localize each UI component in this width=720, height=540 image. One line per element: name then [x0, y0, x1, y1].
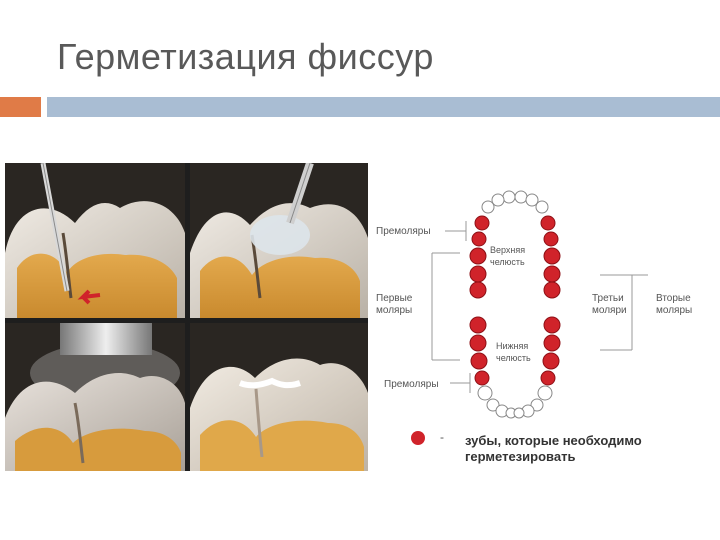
tooth-sealed-fissure-image — [190, 323, 368, 471]
accent-bar-orange — [0, 97, 41, 117]
fissure-sealing-photos — [5, 163, 368, 471]
sealed-tooth — [469, 265, 487, 283]
sealed-tooth — [469, 316, 487, 334]
tooth-light-curing-image — [5, 323, 185, 471]
sealed-tooth — [543, 265, 561, 283]
label-premolars-bottom: Премоляры — [384, 379, 439, 390]
tooth — [537, 385, 553, 401]
legend-text: зубы, которые необходимо герметезировать — [465, 433, 642, 464]
label-upper-jaw: Верхняя челюсть — [490, 245, 526, 267]
tooth — [477, 385, 493, 401]
sealed-tooth — [469, 281, 487, 299]
sealed-tooth — [543, 231, 559, 247]
dental-arch-svg — [431, 190, 648, 419]
sealed-tooth — [474, 215, 490, 231]
sealed-tooth — [474, 370, 490, 386]
tooth — [513, 407, 525, 419]
legend-red-dot — [411, 431, 425, 445]
sealed-tooth — [540, 370, 556, 386]
tooth — [530, 398, 544, 412]
label-third-molars: Третьи моляри — [592, 293, 627, 316]
slide-title: Герметизация фиссур — [57, 36, 434, 77]
sealed-tooth — [543, 247, 561, 265]
sealed-tooth — [471, 231, 487, 247]
tooth — [486, 398, 500, 412]
sealed-tooth — [469, 334, 487, 352]
sealed-tooth — [543, 334, 561, 352]
tooth — [525, 193, 539, 207]
sealed-tooth — [470, 352, 488, 370]
label-premolars-top: Премоляры — [376, 226, 431, 237]
sealed-tooth — [469, 247, 487, 265]
tooth — [491, 193, 505, 207]
dental-arch-diagram: Премоляры Верхняя челюсть Первые моляры … — [370, 185, 715, 475]
tooth — [514, 190, 528, 204]
tooth-etching-probe-image — [5, 163, 185, 318]
label-lower-jaw: Нижняя челюсть — [496, 341, 531, 363]
label-second-molars: Вторые моляры — [656, 293, 693, 316]
sealed-tooth — [542, 352, 560, 370]
label-first-molars: Первые моляры — [376, 293, 413, 316]
tooth — [535, 200, 549, 214]
accent-bar-blue — [47, 97, 720, 117]
tooth — [502, 190, 516, 204]
legend-dash: - — [440, 430, 444, 444]
tooth — [481, 200, 495, 214]
tooth-sealant-application-image — [190, 163, 368, 318]
sealed-tooth — [543, 316, 561, 334]
sealed-tooth — [543, 281, 561, 299]
sealed-tooth — [540, 215, 556, 231]
